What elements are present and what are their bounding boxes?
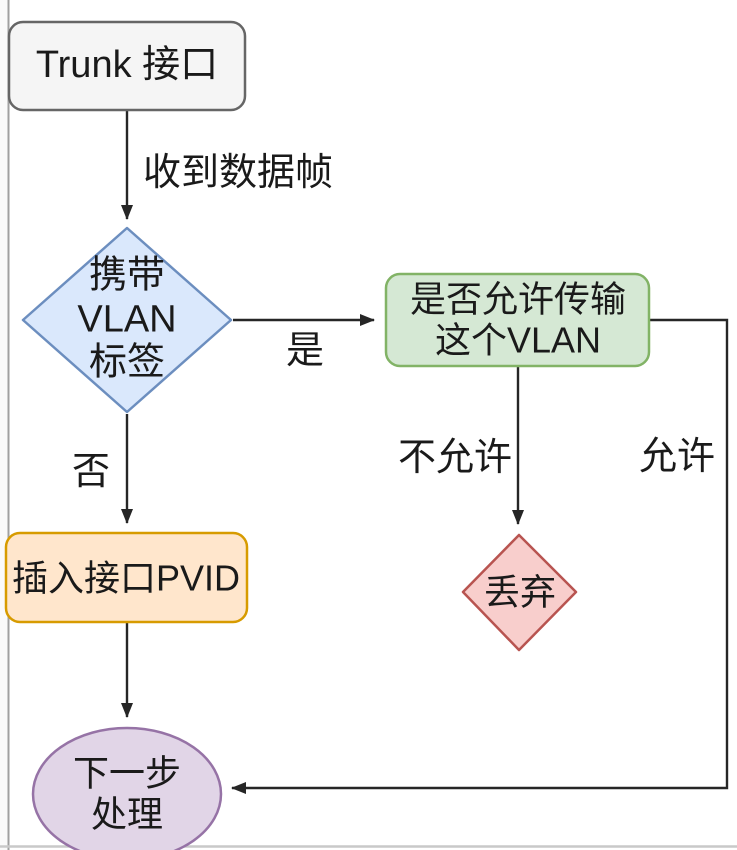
edge-label-receive-frame: 收到数据帧 bbox=[143, 152, 333, 196]
has-vlan-tag-label-line1: 携带 bbox=[88, 254, 165, 297]
edge-label-allowed: 允许 bbox=[639, 436, 715, 480]
has-vlan-tag-label: 携带 VLAN 标签 bbox=[77, 254, 176, 385]
edge-label-receive-frame-text: 收到数据帧 bbox=[142, 152, 334, 195]
node-insert-pvid bbox=[4, 531, 249, 624]
has-vlan-tag-label-line3: 标签 bbox=[88, 341, 165, 384]
node-discard bbox=[461, 533, 578, 652]
edge-label-not-allowed: 不允许 bbox=[398, 437, 512, 481]
edge-label-yes: 是 bbox=[286, 330, 324, 374]
edge-label-no-text: 否 bbox=[71, 451, 111, 494]
next-step-label-line2: 处理 bbox=[90, 794, 164, 835]
has-vlan-tag-label-line2: VLAN bbox=[77, 298, 177, 341]
edge-label-not-allowed-text: 不允许 bbox=[397, 437, 513, 480]
connector-allowvlan-allowed-to-nextstep bbox=[231, 318, 729, 794]
insert-pvid-label: 插入接口PVID bbox=[12, 557, 240, 598]
trunk-port-label-text: Trunk 接口 bbox=[35, 44, 219, 87]
node-allow-vlan bbox=[384, 272, 651, 368]
page-left-strip bbox=[0, 0, 8, 850]
edge-label-allowed-text: 允许 bbox=[638, 436, 716, 479]
allow-vlan-label: 是否允许传输 这个VLAN bbox=[410, 279, 626, 362]
node-next-step bbox=[31, 726, 223, 850]
trunk-port-label: Trunk 接口 bbox=[36, 44, 218, 88]
insert-pvid-label-text: 插入接口PVID bbox=[11, 557, 241, 599]
edge-label-yes-text: 是 bbox=[285, 330, 325, 373]
discard-label-text: 丢弃 bbox=[483, 571, 557, 613]
discard-label: 丢弃 bbox=[484, 571, 556, 612]
allow-vlan-label-line2: 这个VLAN bbox=[434, 320, 602, 361]
next-step-label: 下一步 处理 bbox=[73, 753, 181, 836]
next-step-label-line1: 下一步 bbox=[72, 752, 182, 794]
node-has-vlan-tag bbox=[21, 226, 233, 414]
allow-vlan-label-line1: 是否允许传输 bbox=[409, 278, 627, 320]
edge-label-no: 否 bbox=[72, 451, 110, 495]
node-trunk-port bbox=[7, 20, 247, 112]
